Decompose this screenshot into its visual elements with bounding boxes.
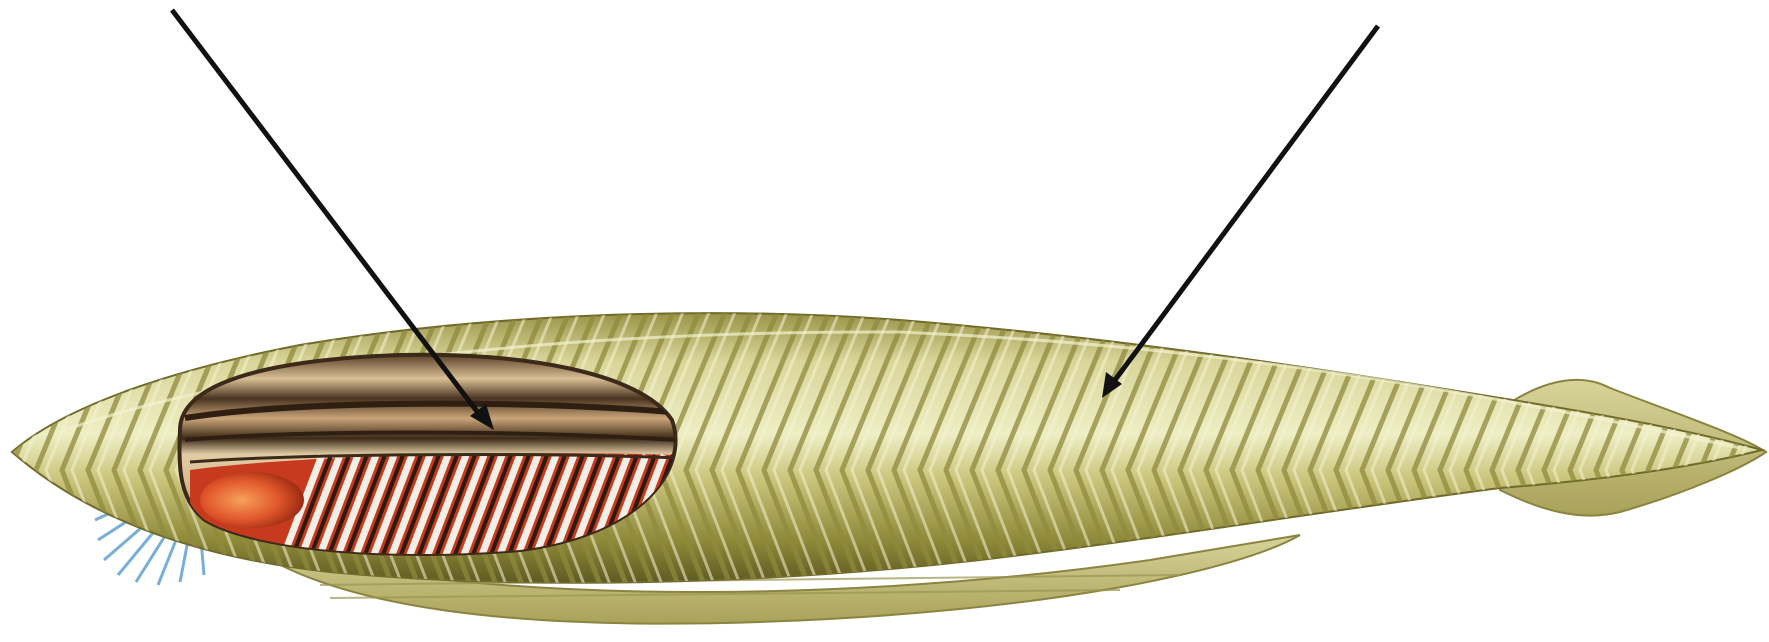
pointer-arrow-right bbox=[1102, 26, 1378, 398]
oral-hood bbox=[200, 472, 304, 528]
